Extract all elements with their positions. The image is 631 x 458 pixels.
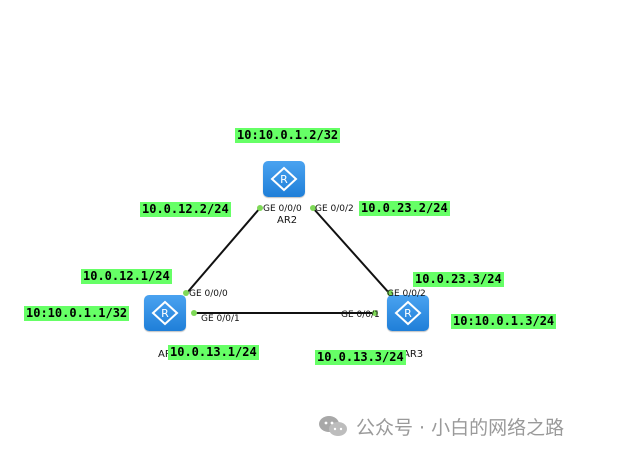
ip-label-ar1-loopback: 10:10.0.1.1/32	[24, 306, 130, 321]
router-ar1[interactable]: R	[144, 295, 186, 331]
router-icon: R	[270, 166, 298, 192]
watermark: 公众号 · 小白的网络之路	[318, 412, 564, 440]
port-dot-ar3-g002	[387, 290, 393, 296]
port-label-ar1-g000: GE 0/0/0	[189, 289, 228, 299]
router-icon: R	[151, 300, 179, 326]
ip-label-ar1-g001: 10.0.13.1/24	[168, 345, 259, 360]
ip-label-ar3-g002: 10.0.23.3/24	[413, 272, 504, 287]
port-label-ar2-g002: GE 0/0/2	[315, 204, 354, 214]
ip-label-ar1-g000: 10.0.12.1/24	[81, 269, 172, 284]
port-dot-ar2-g002	[310, 205, 316, 211]
port-dot-ar2-g000	[257, 205, 263, 211]
port-dot-ar3-g001	[372, 310, 378, 316]
ip-label-ar2-g002: 10.0.23.2/24	[359, 201, 450, 216]
wechat-icon	[319, 416, 347, 436]
port-dot-ar1-g001	[191, 310, 197, 316]
port-label-ar2-g000: GE 0/0/0	[263, 204, 302, 214]
port-label-ar3-g002: GE 0/0/2	[387, 289, 426, 299]
device-name-ar3: AR3	[403, 349, 424, 360]
port-label-ar1-g001: GE 0/0/1	[201, 314, 240, 324]
ip-label-ar3-g001: 10.0.13.3/24	[315, 350, 406, 365]
watermark-text: 公众号 · 小白的网络之路	[356, 416, 565, 439]
port-label-ar3-g001: GE 0/0/1	[341, 310, 380, 320]
ip-label-ar2-g000: 10.0.12.2/24	[140, 202, 231, 217]
ip-label-ar3-loopback: 10:10.0.1.3/24	[451, 314, 557, 329]
port-dot-ar1-g000	[183, 290, 189, 296]
svg-text:R: R	[161, 307, 169, 320]
link-ar1-ar2	[185, 207, 261, 295]
router-ar2[interactable]: R	[263, 161, 305, 197]
link-ar2-ar3	[312, 207, 391, 295]
router-ar3[interactable]: R	[387, 295, 429, 331]
svg-text:R: R	[280, 173, 288, 186]
device-name-ar2: AR2	[277, 215, 298, 226]
svg-text:R: R	[404, 307, 412, 320]
router-icon: R	[394, 300, 422, 326]
ip-label-ar2-loopback: 10:10.0.1.2/32	[235, 128, 341, 143]
